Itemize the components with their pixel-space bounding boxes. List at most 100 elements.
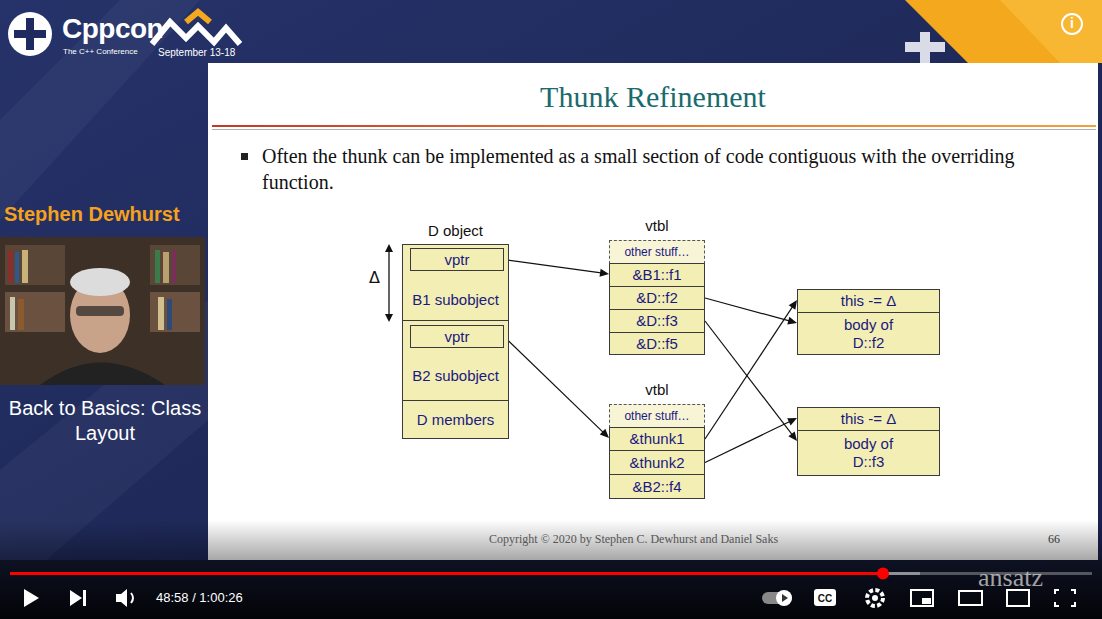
- logo-peak: [186, 12, 210, 22]
- cc-icon: [814, 589, 836, 606]
- box-heading: vtbl: [579, 381, 735, 399]
- bullet-text: Often the thunk can be implemented as a …: [262, 143, 1022, 195]
- title-rule: [212, 125, 1096, 127]
- talk-title: Back to Basics: Class Layout: [8, 396, 202, 446]
- pointer-arrow: [705, 321, 797, 441]
- player-shade: [0, 520, 1102, 619]
- dimension-arrowhead: [385, 244, 393, 252]
- speaker-shirt: [40, 363, 165, 386]
- thunk-code: this -= Δ: [797, 407, 940, 431]
- corner-banner: [905, 0, 1102, 63]
- speaker-hair: [70, 268, 130, 296]
- vptr-field: vptr: [410, 325, 504, 348]
- progress-knob: [877, 568, 889, 580]
- arrowhead: [600, 269, 609, 277]
- book: [158, 297, 164, 330]
- box-text: body of D::f2: [833, 316, 905, 352]
- box-text: &thunk1: [629, 430, 684, 448]
- arrowhead: [788, 431, 797, 441]
- arrowhead: [787, 418, 797, 426]
- theater-icon: [959, 591, 982, 605]
- miniplayer-icon: [922, 598, 931, 604]
- book: [10, 297, 15, 330]
- book: [22, 250, 28, 283]
- cast-icon: [1007, 590, 1029, 606]
- pointer-line: [705, 298, 789, 321]
- next-icon: [70, 590, 82, 606]
- webcam-frame: [0, 237, 205, 385]
- box-text: B2 subobject: [412, 367, 499, 385]
- pointer-arrow: [705, 300, 797, 439]
- progress-track: [10, 572, 1092, 575]
- slide-title: Thunk Refinement: [208, 80, 1098, 114]
- arrowhead: [787, 317, 797, 325]
- box-heading: vtbl: [579, 217, 735, 235]
- pointer-line: [705, 421, 790, 462]
- box-text: other stuff…: [624, 407, 689, 425]
- miniplayer-icon: [911, 590, 933, 606]
- pointer-line: [705, 307, 793, 439]
- channel-watermark: ansatz: [978, 563, 1043, 593]
- progress-played: [10, 572, 883, 575]
- book: [172, 250, 176, 283]
- progress-buffer: [10, 572, 920, 575]
- logo-circle: [8, 12, 52, 56]
- book: [163, 252, 169, 283]
- dimension-label: Δ: [369, 268, 380, 287]
- book: [8, 250, 13, 283]
- speaker-glasses: [76, 306, 124, 316]
- pointer-arrow: [705, 418, 797, 463]
- book: [18, 299, 24, 330]
- box-text: B1 subobject: [412, 291, 499, 309]
- vtable-slot: other stuff…: [609, 404, 705, 428]
- box-text: &B2::f4: [632, 478, 681, 496]
- book: [15, 252, 19, 283]
- book: [155, 250, 160, 283]
- vtable-slot: &D::f5: [609, 332, 705, 355]
- fullscreen-icon: [1055, 590, 1075, 606]
- plus-mark: [905, 42, 945, 52]
- bookshelf: [5, 245, 65, 285]
- copyright-note: Copyright © 2020 by Stephen C. Dewhurst …: [489, 532, 778, 547]
- box-text: vptr: [444, 328, 469, 346]
- book: [167, 299, 172, 330]
- title-rule: [212, 129, 1096, 130]
- box-text: D members: [417, 411, 495, 429]
- function-body: body of D::f3: [797, 430, 940, 476]
- object-box: D objectB1 subobjectvptrB2 subobjectvptr…: [402, 244, 509, 439]
- bookshelf: [150, 245, 200, 285]
- box-text: &thunk2: [629, 454, 684, 472]
- vtable-slot: &B2::f4: [609, 474, 705, 499]
- dimension-arrowhead: [385, 314, 393, 322]
- backdrop-stripe: [0, 0, 200, 220]
- function-body: body of D::f2: [797, 312, 940, 355]
- cc-label: CC: [814, 591, 836, 606]
- subobject-region: B1 subobjectvptr: [402, 244, 509, 321]
- box-text: &D::f2: [636, 289, 678, 307]
- arrowhead: [789, 300, 797, 310]
- box-text: &B1::f1: [632, 266, 681, 284]
- pointer-line: [705, 321, 792, 435]
- play-icon: [24, 589, 39, 607]
- vtable: vtblother stuff…&B1::f1&D::f2&D::f3&D::f…: [609, 240, 705, 355]
- pointer-arrow: [504, 260, 609, 277]
- pointer-arrow: [504, 337, 609, 439]
- bookshelf: [150, 292, 200, 332]
- vtable-slot: &D::f3: [609, 309, 705, 333]
- settings-icon: [867, 590, 883, 606]
- next-icon: [83, 590, 86, 606]
- pointer-arrow: [705, 298, 797, 324]
- video-time: 48:58 / 1:00:26: [156, 590, 243, 605]
- vtable-slot: &thunk2: [609, 450, 705, 475]
- info-ring: [1062, 14, 1082, 34]
- slide-number: 66: [1048, 532, 1060, 547]
- box-text: body of D::f3: [833, 435, 905, 471]
- bookshelf: [5, 292, 65, 332]
- speaker-name: Stephen Dewhurst: [4, 203, 180, 226]
- volume-icon: [116, 589, 127, 607]
- box-heading: D object: [373, 222, 538, 240]
- logo-cross: [14, 30, 46, 38]
- slide-panel: [208, 63, 1098, 560]
